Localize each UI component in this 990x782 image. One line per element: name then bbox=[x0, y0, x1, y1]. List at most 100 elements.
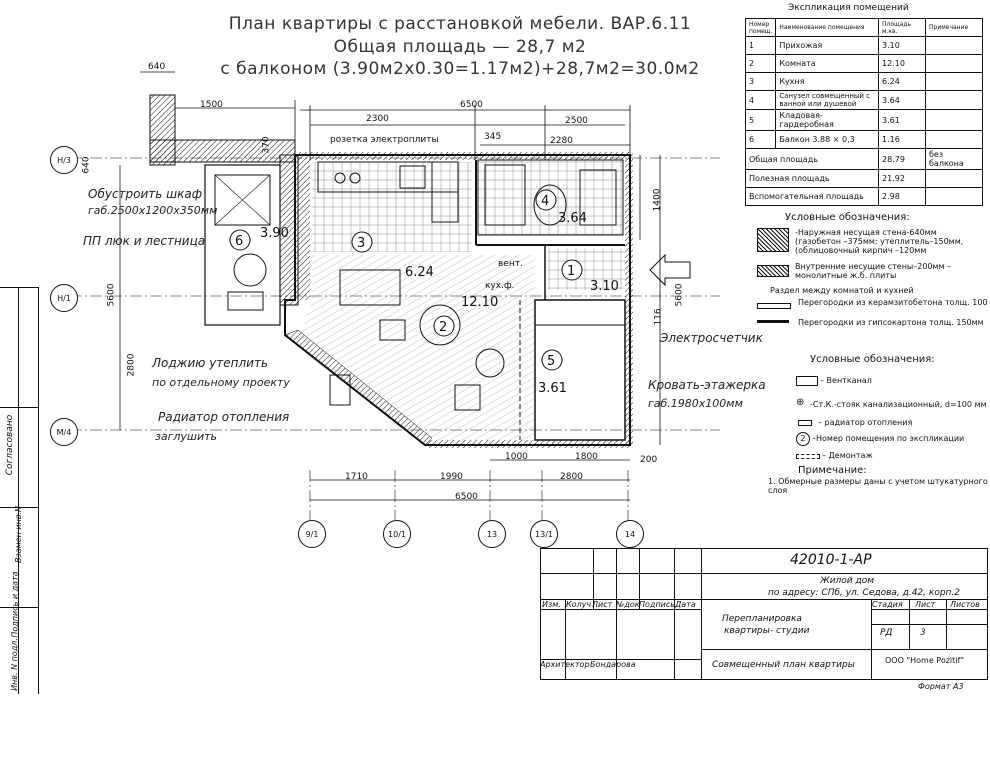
cell bbox=[925, 54, 983, 73]
stamp-object2: по адресу: СПб, ул. Седова, д.42, корп.2 bbox=[768, 588, 961, 598]
plan-title: План квартиры с расстановкой мебели. ВАР… bbox=[228, 14, 692, 34]
socket-label: розетка электроплиты bbox=[330, 135, 439, 145]
explication-caption: Экспликация помещений bbox=[788, 3, 909, 13]
cell: 6 bbox=[744, 130, 777, 149]
axis-n1: Н/1 bbox=[50, 284, 78, 312]
room-4-area: 3.64 bbox=[558, 211, 587, 226]
legend-vent: – Вентканал bbox=[820, 376, 872, 385]
dim-6500-top: 6500 bbox=[460, 100, 483, 110]
room-1-num: 1 bbox=[567, 264, 575, 279]
note-bed-size: габ.1980х100мм bbox=[648, 397, 743, 410]
axis-9-1: 9/1 bbox=[298, 520, 326, 548]
dim-1000: 1000 bbox=[505, 452, 528, 462]
room-number-icon: 2 bbox=[796, 432, 810, 446]
dim-2800-left: 2800 bbox=[126, 353, 137, 377]
th-area: Площадь м.кв. bbox=[878, 18, 926, 37]
vent-icon bbox=[796, 376, 818, 386]
note-bed: Кровать-этажерка bbox=[648, 378, 766, 392]
legend-inner-wall-swatch bbox=[757, 265, 789, 277]
legend-partition: Раздел между комнатой и кухней bbox=[770, 286, 914, 295]
stamp-col-koluch: Колуч bbox=[566, 600, 592, 609]
legend1-caption: Условные обозначения: bbox=[785, 212, 910, 223]
cell: 3.61 bbox=[878, 109, 926, 131]
cell: Вспомогательная площадь bbox=[745, 187, 879, 206]
cell: Кладовая-гардеробная bbox=[775, 109, 879, 131]
legend-gypsum-swatch bbox=[757, 320, 789, 323]
cell: Балкон 3.88 × 0,3 bbox=[775, 130, 879, 149]
note-wardrobe: Обустроить шкаф bbox=[88, 187, 203, 201]
stamp-col-list: Лист bbox=[592, 600, 613, 609]
cell: Кухня bbox=[775, 72, 879, 91]
plan-balcony-area: с балконом (3.90м2х0.30=1.17м2)+28,7м2=3… bbox=[220, 59, 700, 79]
cell: 4 bbox=[744, 90, 777, 110]
legend-room-num: –Номер помещения по экспликации bbox=[812, 434, 965, 443]
dim-5600-right: 5600 bbox=[674, 283, 685, 307]
explication-header: Номер помещ. Наименование помещения Площ… bbox=[744, 18, 983, 37]
demolish-icon bbox=[796, 454, 820, 459]
cell: 2 bbox=[744, 54, 777, 73]
dim-2280: 2280 bbox=[550, 136, 573, 146]
stamp-sheet: 3 bbox=[920, 628, 926, 638]
vent-label: вент. bbox=[498, 259, 523, 269]
radiator-icon bbox=[798, 420, 812, 426]
cell: 3 bbox=[744, 72, 777, 91]
cell: 28.79 bbox=[878, 148, 926, 170]
cell bbox=[925, 36, 983, 55]
room-6-num: 6 bbox=[235, 234, 243, 249]
note-loggia: Лоджию утеплить bbox=[152, 356, 269, 370]
cell: Общая площадь bbox=[745, 148, 879, 170]
dim-5600-left: 5600 bbox=[106, 283, 117, 307]
drain-icon: ⊕ bbox=[796, 397, 805, 408]
note-loggia2: по отдельному проекту bbox=[152, 376, 290, 389]
stamp-format: Формат А3 bbox=[918, 682, 964, 691]
dim-1800: 1800 bbox=[575, 452, 598, 462]
cell: 2.98 bbox=[878, 187, 926, 206]
stamp-architect-label: Архитектор bbox=[540, 660, 590, 669]
cell: Комната bbox=[775, 54, 879, 73]
stamp-sheet-h: Лист bbox=[915, 600, 936, 609]
cell bbox=[925, 109, 983, 131]
cell: 1.16 bbox=[878, 130, 926, 149]
dim-2300: 2300 bbox=[366, 114, 389, 124]
cell: 1 bbox=[744, 36, 777, 55]
legend-gypsum: Перегородки из гипсокартона толщ. 150мм bbox=[798, 318, 984, 327]
legend-demolish: – Демонтаж bbox=[822, 451, 873, 460]
legend2-caption: Условные обозначения: bbox=[810, 354, 935, 365]
legend-ceramic-swatch bbox=[757, 303, 791, 309]
room-3-num: 3 bbox=[357, 236, 365, 251]
legend-radiator: – радиатор отопления bbox=[818, 418, 913, 427]
dim-2500: 2500 bbox=[565, 116, 588, 126]
room-2-area: 12.10 bbox=[461, 295, 498, 310]
legend-inner-wall: Внутренние несущие стены–200мм – монолит… bbox=[795, 262, 952, 280]
th-num: Номер помещ. bbox=[744, 18, 777, 37]
stamp-object1: Жилой дом bbox=[820, 576, 875, 586]
dim-200: 200 bbox=[640, 455, 658, 465]
dim-370: 370 bbox=[261, 136, 272, 154]
stamp-company: ООО "Home Pozitif" bbox=[885, 656, 964, 665]
room-2-num: 2 bbox=[439, 320, 447, 335]
explication-table: Номер помещ. Наименование помещения Площ… bbox=[744, 18, 983, 206]
cell bbox=[925, 169, 983, 188]
stamp-col-date: Дата bbox=[675, 600, 696, 609]
note-radiator2: заглушить bbox=[155, 430, 218, 443]
room-4-num: 4 bbox=[541, 194, 549, 209]
note-hatch: ПП люк и лестница bbox=[83, 234, 206, 248]
stamp-architect: Бондарова bbox=[590, 660, 636, 669]
dim-640: 640 bbox=[148, 62, 166, 72]
room-1-area: 3.10 bbox=[590, 279, 619, 294]
dim-1710: 1710 bbox=[345, 472, 368, 482]
legend-ceramic: Перегородки из керамзитобетона толщ. 100 bbox=[798, 298, 988, 307]
axis-10-1: 10/1 bbox=[383, 520, 411, 548]
cell: Прихожая bbox=[775, 36, 879, 55]
stamp-stage-h: Стадия bbox=[872, 600, 903, 609]
stamp-sheets-h: Листов bbox=[950, 600, 980, 609]
cell bbox=[925, 72, 983, 91]
cell: 6.24 bbox=[878, 72, 926, 91]
axis-n3: Н/3 bbox=[50, 146, 78, 174]
side-frame: Согласовано bbox=[0, 287, 39, 694]
